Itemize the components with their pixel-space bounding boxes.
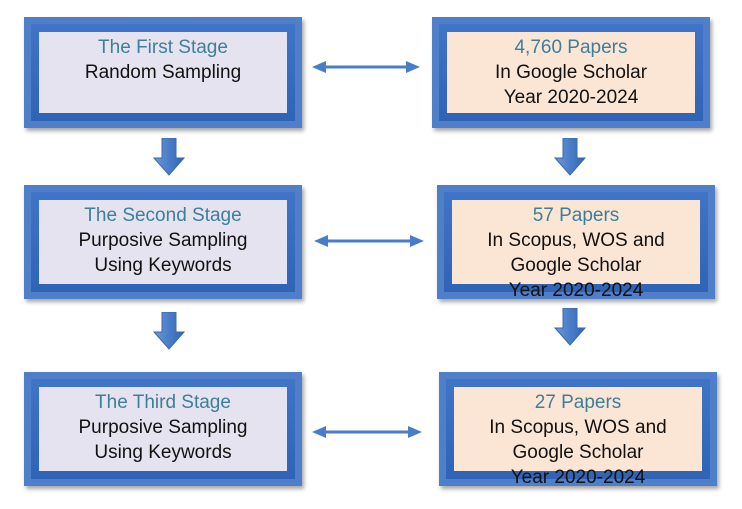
result-1-line-1: In Google Scholar xyxy=(494,62,648,83)
double-arrow-icon xyxy=(312,426,422,438)
result-2-line-1: In Scopus, WOS and xyxy=(487,230,665,251)
stage-2-line-1: Purposive Sampling xyxy=(78,230,248,251)
double-arrow-icon xyxy=(312,61,420,73)
result-2-title: 57 Papers xyxy=(532,205,620,226)
stage-1-line-1: Random Sampling xyxy=(84,62,242,83)
stage-box-3: The Third Stage Purposive Sampling Using… xyxy=(24,372,302,486)
result-1-title: 4,760 Papers xyxy=(514,37,628,58)
stage-box-2: The Second Stage Purposive Sampling Usin… xyxy=(24,185,302,299)
stage-1-title: The First Stage xyxy=(98,37,228,58)
result-3-line-2: Google Scholar xyxy=(512,442,644,463)
result-1-line-2: Year 2020-2024 xyxy=(503,87,639,108)
result-box-1: 4,760 Papers In Google Scholar Year 2020… xyxy=(432,17,710,128)
result-box-3-content: 27 Papers In Scopus, WOS and Google Scho… xyxy=(454,387,702,488)
down-arrow-icon xyxy=(554,138,586,176)
stage-box-2-content: The Second Stage Purposive Sampling Usin… xyxy=(39,200,287,284)
result-2-line-2: Google Scholar xyxy=(510,255,642,276)
result-3-line-1: In Scopus, WOS and xyxy=(489,417,667,438)
stage-2-title: The Second Stage xyxy=(84,205,242,226)
stage-3-line-2: Using Keywords xyxy=(94,442,232,463)
result-3-line-3: Year 2020-2024 xyxy=(510,467,646,488)
down-arrow-icon xyxy=(554,308,586,346)
down-arrow-icon xyxy=(153,138,185,176)
double-arrow-icon xyxy=(314,235,424,247)
stage-3-line-1: Purposive Sampling xyxy=(78,417,248,438)
result-box-3: 27 Papers In Scopus, WOS and Google Scho… xyxy=(439,372,717,488)
stage-box-3-content: The Third Stage Purposive Sampling Using… xyxy=(39,387,287,471)
stage-box-1-content: The First Stage Random Sampling xyxy=(39,32,287,113)
result-2-line-3: Year 2020-2024 xyxy=(508,280,644,301)
result-3-title: 27 Papers xyxy=(534,392,622,413)
down-arrow-icon xyxy=(153,312,185,350)
result-box-2: 57 Papers In Scopus, WOS and Google Scho… xyxy=(437,185,715,301)
result-box-1-content: 4,760 Papers In Google Scholar Year 2020… xyxy=(447,32,695,113)
stage-2-line-2: Using Keywords xyxy=(94,255,232,276)
result-box-2-content: 57 Papers In Scopus, WOS and Google Scho… xyxy=(452,200,700,301)
stage-3-title: The Third Stage xyxy=(95,392,231,413)
stage-box-1: The First Stage Random Sampling xyxy=(24,17,302,128)
